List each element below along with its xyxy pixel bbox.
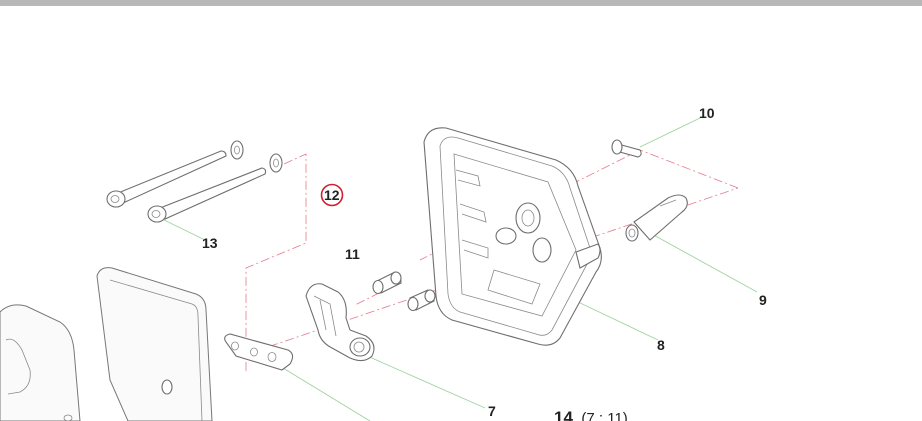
callout-9: 9 (759, 292, 767, 308)
callout-12[interactable]: 12 (324, 187, 340, 203)
callout-11: 11 (345, 246, 360, 262)
callout-labels: 10 12 13 11 9 8 7 14 (7 ; 11) (202, 105, 767, 421)
leader-lines (159, 117, 758, 421)
mounting-bracket-strip (224, 333, 294, 371)
callout-12-highlight-ring (320, 183, 344, 207)
callout-14-range: (7 ; 11) (581, 410, 627, 421)
callout-14: 14 (554, 408, 573, 421)
callout-14-group: 14 (7 ; 11) (554, 408, 628, 421)
part-7-bracket (305, 283, 375, 362)
part-9-fitting (625, 194, 688, 242)
callout-8: 8 (657, 337, 665, 353)
callout-10: 10 (699, 105, 715, 121)
part-8-housing (423, 127, 602, 346)
top-toolbar-bar (0, 0, 922, 6)
part-12-washers (230, 140, 283, 173)
left-cover-plate (0, 267, 213, 421)
part-11-spacers (372, 271, 436, 312)
callout-13: 13 (202, 235, 218, 251)
callout-7: 7 (488, 403, 496, 419)
part-10-bolt (611, 139, 642, 158)
part-13-bolts (106, 150, 267, 223)
